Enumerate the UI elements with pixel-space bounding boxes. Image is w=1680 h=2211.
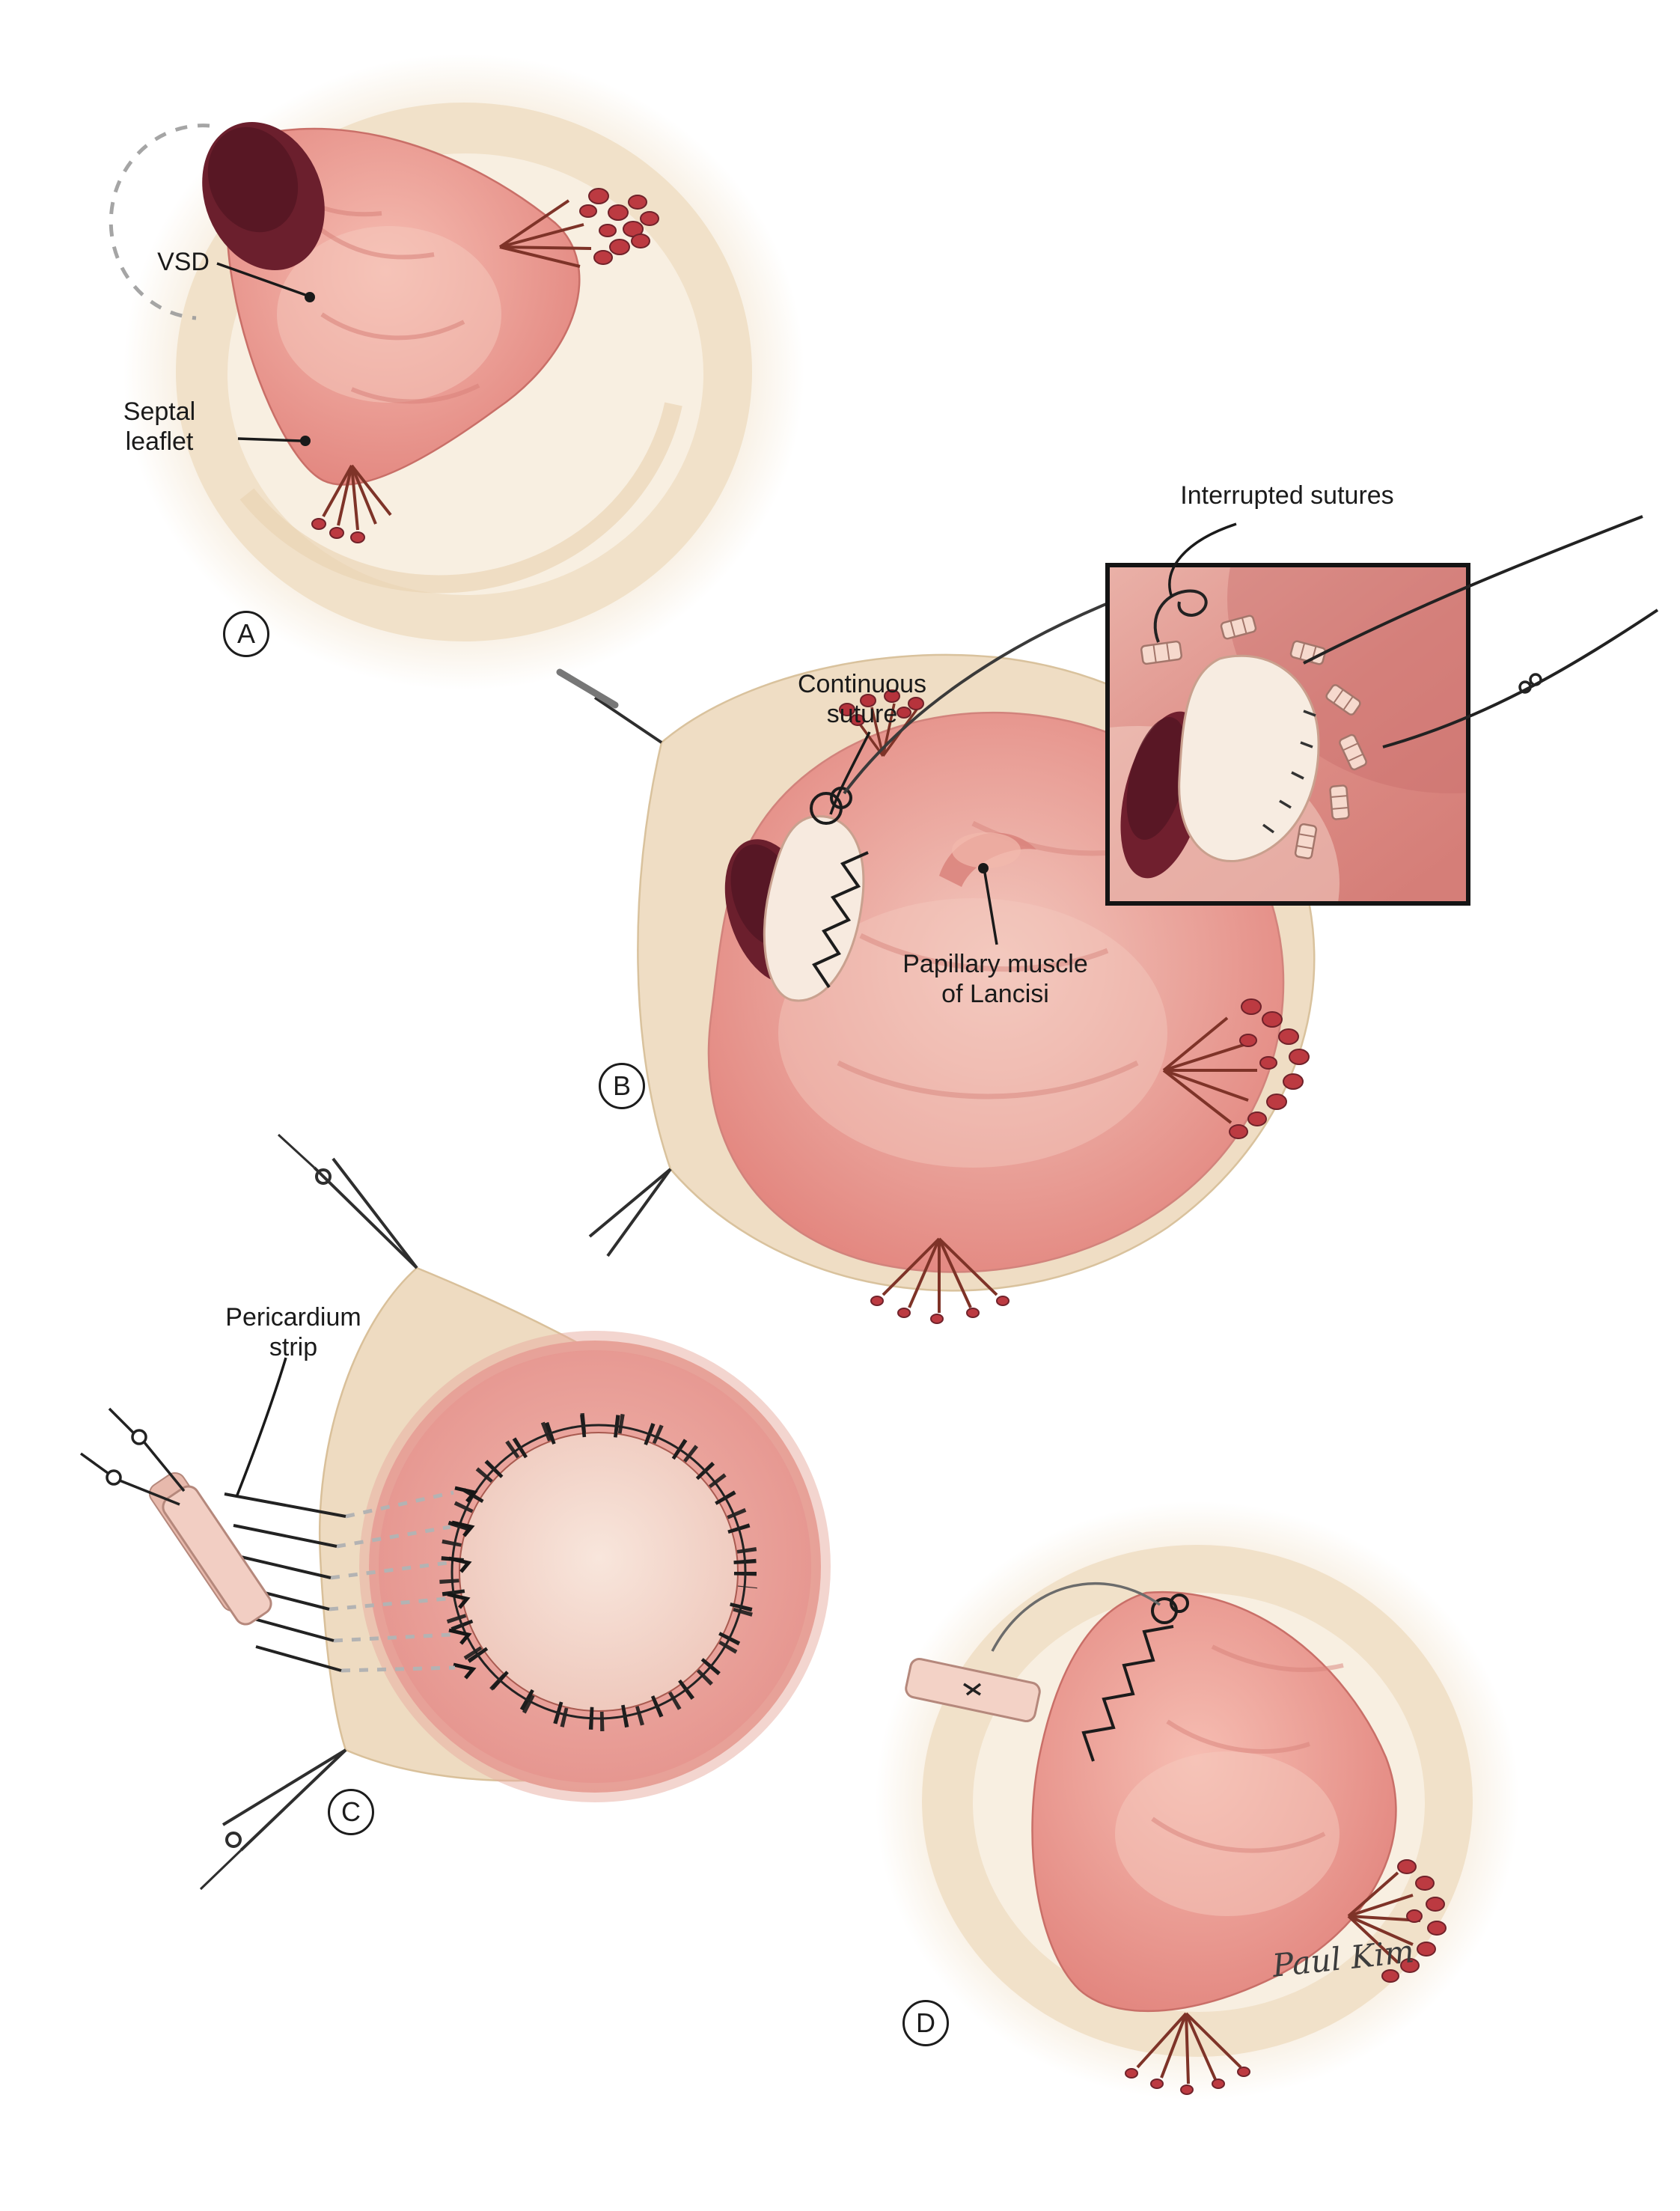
chordae-bottom bbox=[322, 464, 392, 531]
patch-suture-ring bbox=[439, 1412, 758, 1731]
label-papillary-muscle: Papillary muscle of Lancisi bbox=[902, 950, 1088, 1009]
chordae-bottom-d bbox=[1125, 2012, 1250, 2095]
leaflet-stitch-marks bbox=[1262, 710, 1316, 834]
pericardium-strip-d bbox=[905, 1658, 1041, 1722]
vsd-hole bbox=[202, 122, 325, 270]
septal-leaflet-leader-line bbox=[237, 437, 302, 442]
panel-c-illustration bbox=[79, 1133, 831, 1891]
leaflet-flap-inset bbox=[1178, 654, 1320, 863]
continuous-suture-stitches bbox=[812, 851, 869, 989]
label-vsd: VSD bbox=[157, 248, 210, 276]
label-pericardium-strip: Pericardium strip bbox=[225, 1303, 361, 1362]
panel-a-illustration bbox=[109, 54, 804, 690]
suture-thread-b bbox=[843, 596, 1123, 795]
hidden-thread-dashes bbox=[329, 1490, 456, 1673]
label-continuous-suture: Continuous suture bbox=[797, 670, 926, 729]
continuous-suture-leader-line bbox=[829, 731, 871, 815]
vsd-leader-line bbox=[216, 262, 306, 296]
panel-letter-a: A bbox=[223, 611, 269, 657]
label-interrupted-sutures: Interrupted sutures bbox=[1180, 481, 1394, 510]
inset-suture-threads bbox=[1303, 515, 1659, 748]
inset-detail bbox=[1105, 515, 1659, 906]
chordae-bottom-b bbox=[870, 1237, 1009, 1324]
retraction-needle-b bbox=[556, 668, 619, 709]
pledgets bbox=[1220, 614, 1367, 860]
annulus-shading bbox=[239, 402, 682, 594]
retraction-threads-c bbox=[199, 1133, 418, 1891]
thread-to-strip-d bbox=[991, 1582, 1161, 1652]
panel-letter-b: B bbox=[599, 1063, 645, 1109]
label-septal-leaflet: Septal leaflet bbox=[123, 397, 196, 457]
inset-border bbox=[1105, 563, 1470, 906]
retraction-stitches-b bbox=[588, 696, 672, 1257]
berry-cluster-right bbox=[579, 188, 659, 265]
panel-letter-c: C bbox=[328, 1789, 374, 1835]
chordae-right bbox=[498, 199, 592, 268]
berry-cluster-right-d bbox=[1347, 1859, 1447, 1983]
papillary-leader-line bbox=[983, 872, 998, 945]
annotation-lines bbox=[216, 262, 1237, 1498]
berries-bottom bbox=[311, 518, 365, 543]
panel-d-illustration bbox=[876, 1501, 1519, 2100]
pericardium-strip-c bbox=[148, 1472, 272, 1626]
panel-letter-d: D bbox=[902, 2000, 949, 2046]
left-stitch-hooks bbox=[447, 1486, 478, 1680]
berry-cluster-top-b bbox=[839, 689, 924, 757]
pericardium-leader-line bbox=[235, 1357, 287, 1498]
papillary-muscle bbox=[939, 832, 1036, 887]
interrupted-sutures-leader-line bbox=[1168, 522, 1237, 598]
strip-knots bbox=[79, 1407, 186, 1506]
vsd-dashed-outline bbox=[109, 123, 210, 320]
repair-suture-stitches bbox=[1081, 1625, 1174, 1762]
berry-cluster-right-b bbox=[1162, 998, 1310, 1139]
strip-threads bbox=[224, 1492, 346, 1672]
knotted-pledget bbox=[1140, 589, 1208, 665]
leaflet-texture-d bbox=[1151, 1644, 1344, 1853]
